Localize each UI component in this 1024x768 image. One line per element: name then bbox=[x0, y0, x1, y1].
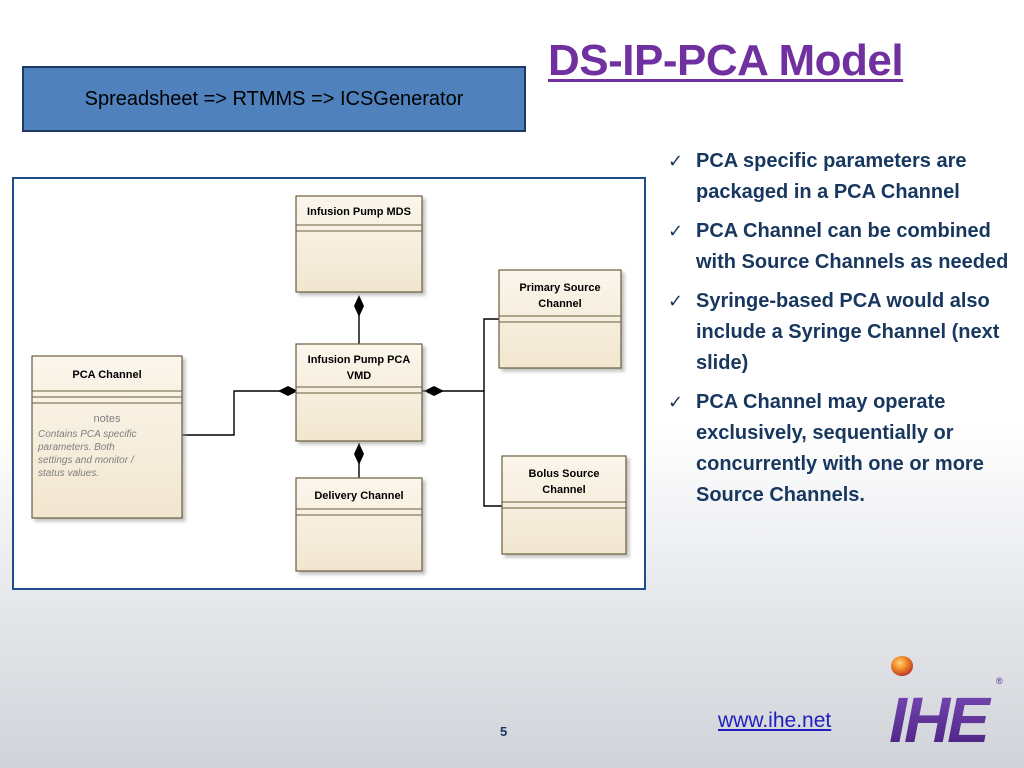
checkmark-icon: ✓ bbox=[668, 392, 684, 413]
bullet-text: PCA Channel may operate exclusively, seq… bbox=[696, 391, 984, 506]
subtitle-text: Spreadsheet => RTMMS => ICSGenerator bbox=[84, 87, 464, 110]
bullet-item: ✓ PCA Channel can be combined with Source… bbox=[668, 216, 1018, 278]
label-ip-pca-vmd-line2: VMD bbox=[347, 370, 372, 382]
class-bolus-source-channel bbox=[501, 455, 627, 555]
class-infusion-pump-mds bbox=[295, 195, 423, 293]
uml-diagram-svg: Infusion Pump MDS Primary Source Channel… bbox=[31, 195, 627, 572]
class-pca-channel bbox=[31, 355, 183, 519]
label-bolus-source-line2: Channel bbox=[542, 484, 585, 496]
class-infusion-pump-pca-vmd bbox=[295, 343, 423, 442]
bullet-list: ✓ PCA specific parameters are packaged in… bbox=[668, 146, 1018, 519]
checkmark-icon: ✓ bbox=[668, 151, 684, 172]
composition-diamonds bbox=[278, 295, 444, 465]
checkmark-icon: ✓ bbox=[668, 221, 684, 242]
note-line-4: status values. bbox=[38, 468, 99, 479]
vmd-to-primary-line bbox=[422, 318, 499, 392]
class-primary-source-channel bbox=[498, 269, 622, 369]
diamond-mds bbox=[354, 295, 364, 317]
logo-orb bbox=[891, 656, 913, 676]
label-infusion-pump-mds: Infusion Pump MDS bbox=[307, 206, 411, 218]
diamond-pca bbox=[278, 386, 298, 396]
subtitle-box: Spreadsheet => RTMMS => ICSGenerator bbox=[22, 66, 526, 132]
slide-title: DS-IP-PCA Model bbox=[548, 36, 904, 85]
diamond-source bbox=[424, 386, 444, 396]
pca-to-vmd-line bbox=[182, 390, 299, 436]
label-pca-channel: PCA Channel bbox=[72, 369, 141, 381]
vmd-to-bolus-line bbox=[483, 391, 502, 507]
label-delivery-channel: Delivery Channel bbox=[314, 490, 403, 502]
label-primary-source-line2: Channel bbox=[538, 298, 581, 310]
bullet-item: ✓ PCA Channel may operate exclusively, se… bbox=[668, 387, 1018, 511]
note-title: notes bbox=[94, 413, 121, 425]
label-primary-source-line1: Primary Source bbox=[519, 282, 600, 294]
logo-registered-mark: ® bbox=[996, 676, 1003, 686]
class-delivery-channel bbox=[295, 477, 423, 572]
bullet-item: ✓ PCA specific parameters are packaged in… bbox=[668, 146, 1018, 208]
uml-diagram: Infusion Pump MDS Primary Source Channel… bbox=[12, 177, 646, 590]
checkmark-icon: ✓ bbox=[668, 291, 684, 312]
ihe-logo: IHE ® bbox=[889, 656, 1003, 750]
footer-link[interactable]: www.ihe.net bbox=[718, 709, 832, 732]
note-line-1: Contains PCA specific bbox=[38, 429, 137, 440]
bullet-text: PCA Channel can be combined with Source … bbox=[696, 220, 1009, 273]
note-line-2: parameters. Both bbox=[37, 442, 115, 453]
label-bolus-source-line1: Bolus Source bbox=[529, 468, 600, 480]
label-ip-pca-vmd-line1: Infusion Pump PCA bbox=[308, 354, 411, 366]
logo-text: IHE bbox=[889, 684, 992, 750]
diamond-delivery bbox=[354, 443, 364, 465]
bullet-item: ✓ Syringe-based PCA would also include a … bbox=[668, 286, 1018, 379]
bullet-text: Syringe-based PCA would also include a S… bbox=[696, 290, 1000, 374]
bullet-text: PCA specific parameters are packaged in … bbox=[696, 150, 967, 203]
page-number: 5 bbox=[500, 724, 508, 739]
note-line-3: settings and monitor / bbox=[38, 455, 135, 466]
